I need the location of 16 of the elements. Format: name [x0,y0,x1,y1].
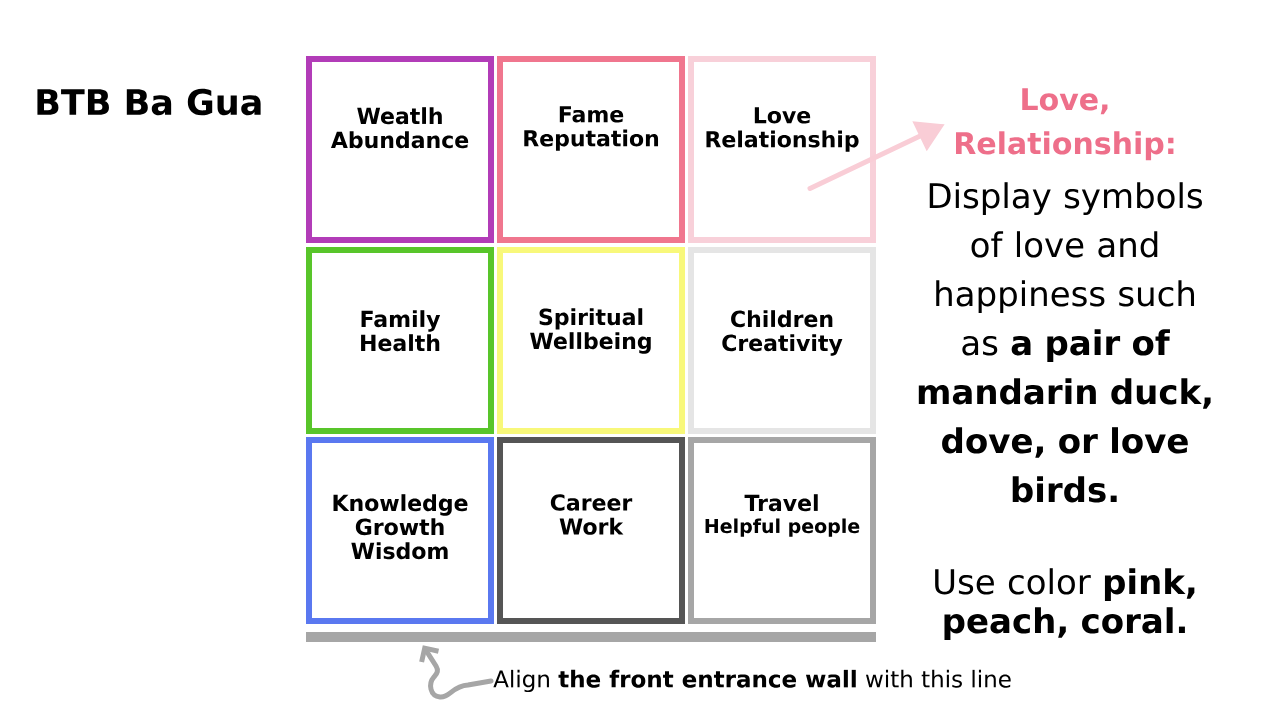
grid-cell: Love Relationship [688,56,876,243]
tip-text: Use color pink, peach, coral. [935,568,1195,641]
tip-text: Display symbols of love and happiness such as a pair of mandarin duck, dove, or love birds. [918,182,1211,503]
title: BTB Ba Gua [37,88,261,116]
grid-cell: Children Creativity [688,247,876,434]
grid-cell: Family Health [306,247,494,434]
grid-cell: Travel Helpful people [688,437,876,624]
grid-cell: Knowledge Growth Wisdom [306,437,494,624]
grid-cell: Fame Reputation [497,56,685,243]
note-text: Align the front entrance wall with this line [493,669,1011,693]
grid-cell: Career Work [497,437,685,624]
grid-cell: Weatlh Abundance [306,56,494,243]
alignment-bar [306,632,876,642]
grid-cell: Spiritual Wellbeing [497,247,685,434]
curved-arrow [419,645,494,700]
tip-heading: Love, Relationship: [956,88,1174,161]
